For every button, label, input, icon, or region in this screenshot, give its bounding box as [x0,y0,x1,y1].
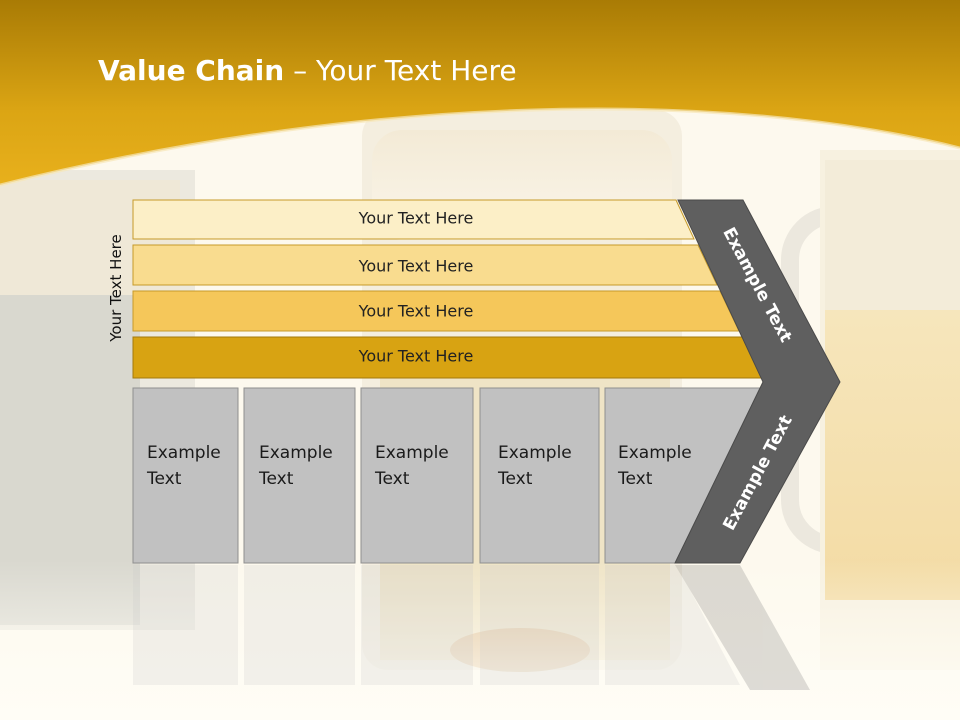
box-label-1-line2: Text [147,469,182,489]
box-shape-2 [243,387,356,564]
box-label-1: Example Text [147,440,221,492]
box-label-4-line1: Example [498,443,572,463]
box-label-2-line2: Text [259,469,294,489]
box-label-4: Example Text [498,440,572,492]
box-label-2: Example Text [259,440,333,492]
chevron-arrow [674,199,841,564]
diagram-reflection [133,565,810,690]
box-label-3-line1: Example [375,443,449,463]
box-shape-4 [479,387,600,564]
bar-shape-1 [132,199,695,240]
box-label-5: Example Text [618,440,692,492]
box-shape-3 [360,387,474,564]
box-label-3: Example Text [375,440,449,492]
box-shape-1 [132,387,239,564]
slide-title-bold: Value Chain [98,54,285,87]
bar-label-3: Your Text Here [358,301,474,321]
bar-label-4: Your Text Here [358,346,474,366]
box-label-3-line2: Text [375,469,410,489]
box-label-1-line1: Example [147,443,221,463]
box-label-4-line2: Text [498,469,533,489]
box-label-2-line1: Example [259,443,333,463]
slide-title-rest: – Your Text Here [284,54,517,87]
box-label-5-line1: Example [618,443,692,463]
box-label-5-line2: Text [618,469,653,489]
bar-shape-2 [132,244,718,286]
bar-label-2: Your Text Here [358,256,474,276]
bar-label-1: Your Text Here [358,208,474,228]
slide-title: Value Chain – Your Text Here [98,54,517,87]
